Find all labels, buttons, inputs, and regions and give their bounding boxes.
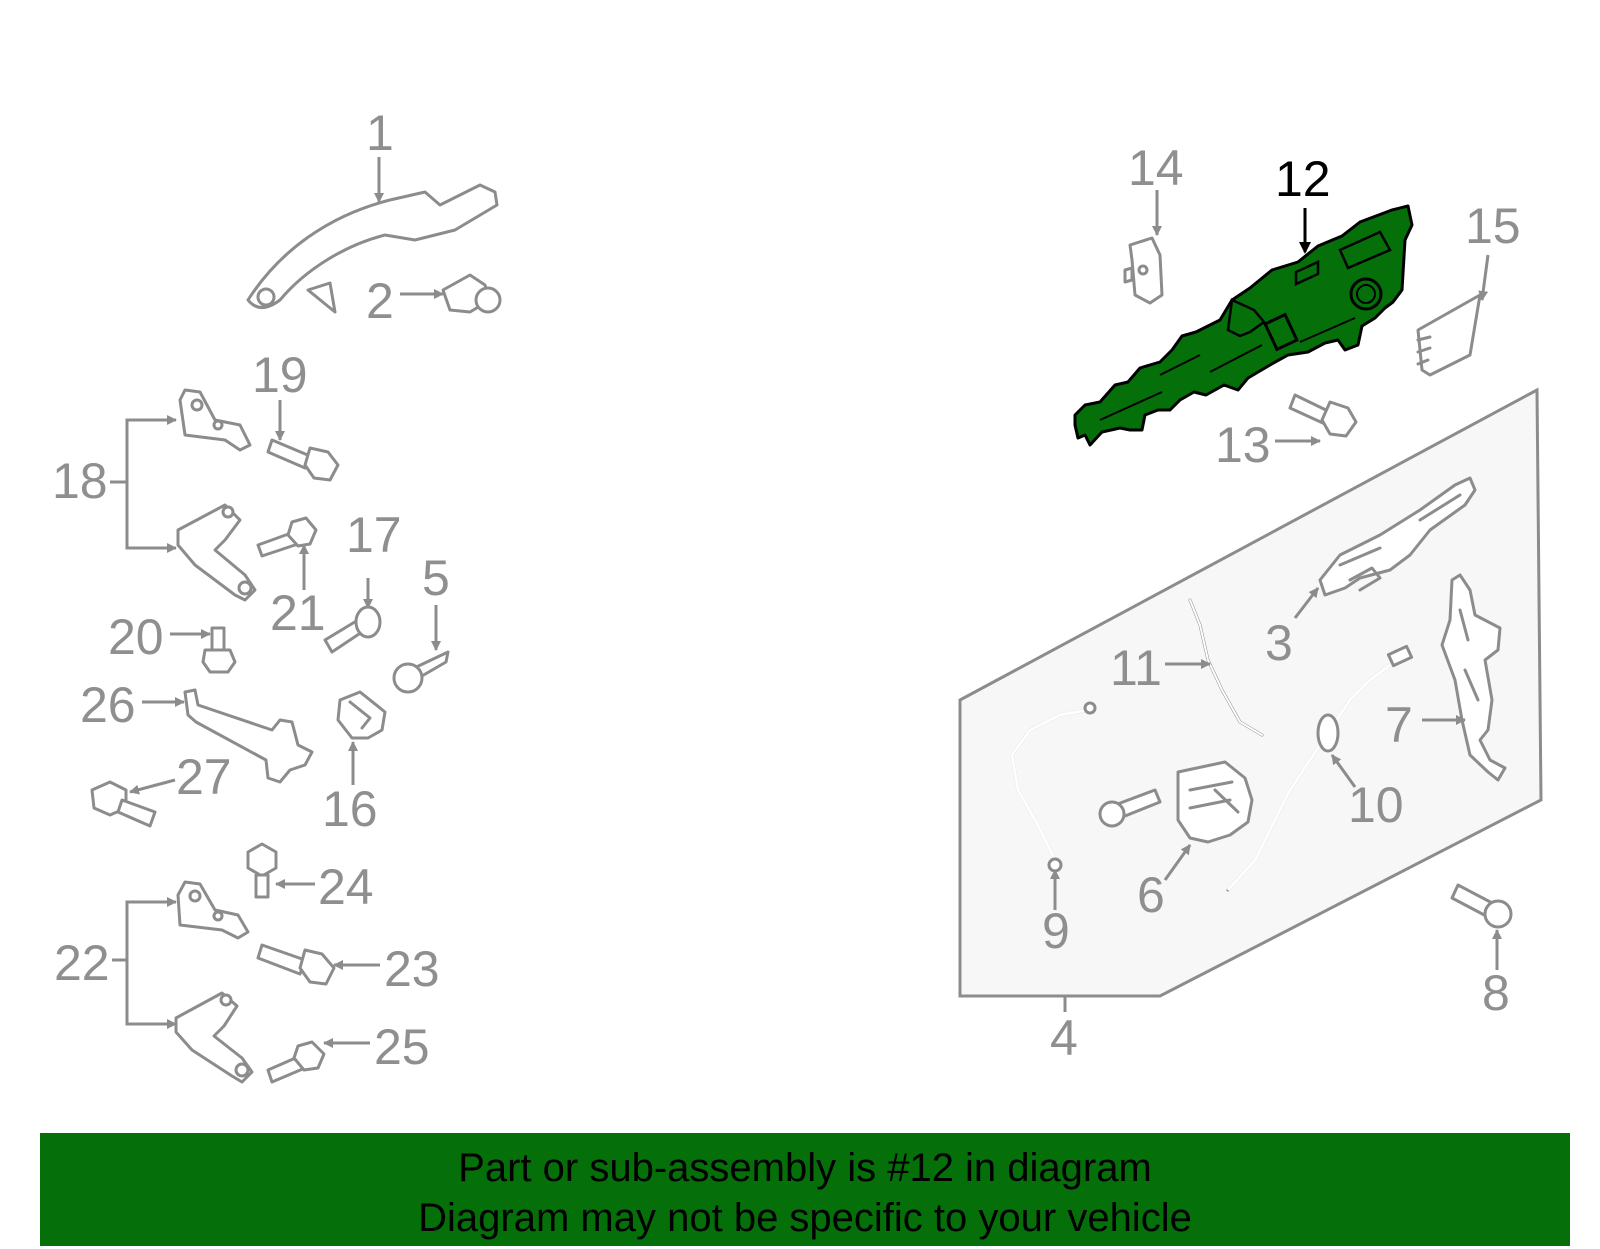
part-1-outer-handle (246, 183, 499, 314)
part-14-clip (1123, 236, 1164, 305)
part-6-screw (1098, 788, 1162, 828)
callout-27: 27 (176, 749, 232, 805)
callout-10: 10 (1348, 777, 1404, 833)
callout-8: 8 (1482, 965, 1510, 1021)
callout-14: 14 (1128, 140, 1184, 196)
callout-25: 25 (374, 1019, 430, 1075)
callout-labels: 1 2 19 18 17 21 5 20 26 27 16 24 22 23 2… (52, 105, 1521, 1075)
callout-19: 19 (252, 347, 308, 403)
callout-20: 20 (108, 609, 164, 665)
part-5-screw (392, 650, 450, 694)
part-19-bolt (266, 438, 340, 482)
callout-6: 6 (1137, 867, 1165, 923)
callout-15: 15 (1465, 198, 1521, 254)
part-3-inner-handle (1318, 476, 1477, 597)
callout-13: 13 (1215, 417, 1271, 473)
part-23-bolt (256, 943, 336, 986)
callout-22: 22 (54, 935, 110, 991)
part-13-bolt (1288, 393, 1358, 438)
part-26-check-link (183, 688, 314, 784)
callout-9: 9 (1042, 903, 1070, 959)
callout-11: 11 (1110, 640, 1162, 696)
callout-5: 5 (422, 550, 450, 606)
part-6-latch (1176, 760, 1254, 844)
callout-2: 2 (366, 273, 394, 329)
callout-26: 26 (80, 677, 136, 733)
part-18-lower-hinge (176, 503, 257, 602)
callout-3: 3 (1265, 615, 1293, 671)
callout-16: 16 (322, 781, 378, 837)
banner-line-2: Diagram may not be specific to your vehi… (418, 1196, 1192, 1240)
part-17-pin (323, 605, 382, 654)
callout-4: 4 (1050, 1010, 1078, 1066)
part-8-bolt (1450, 883, 1513, 929)
callout-21: 21 (270, 585, 326, 641)
part-15-bracket (1416, 293, 1482, 377)
banner-line-1: Part or sub-assembly is #12 in diagram (458, 1146, 1152, 1190)
callout-24: 24 (318, 859, 374, 915)
part-7-bracket (1440, 573, 1507, 782)
callout-23: 23 (384, 941, 440, 997)
callout-1: 1 (366, 105, 394, 161)
part-21-bolt (256, 516, 318, 558)
part-24-bolt (246, 842, 278, 899)
callout-17: 17 (346, 507, 402, 563)
part-27-bolt (90, 780, 157, 828)
part-25-bolt (266, 1040, 326, 1084)
part-22-lower-hinge (174, 991, 254, 1084)
callout-18: 18 (52, 453, 108, 509)
part-2-cap (441, 273, 502, 314)
part-22-upper-hinge (176, 880, 250, 940)
part-10-cable (1226, 644, 1414, 892)
info-banner: Part or sub-assembly is #12 in diagram D… (40, 1133, 1570, 1246)
callout-12: 12 (1275, 151, 1331, 207)
part-12-handle-reinforcement (1073, 204, 1414, 447)
part-18-upper-hinge (178, 388, 252, 452)
part-20-bolt (201, 626, 237, 674)
part-16-clip (336, 690, 387, 740)
leader-lines (110, 157, 1502, 1048)
part-11-rod (1188, 598, 1264, 737)
callout-7: 7 (1385, 697, 1413, 753)
